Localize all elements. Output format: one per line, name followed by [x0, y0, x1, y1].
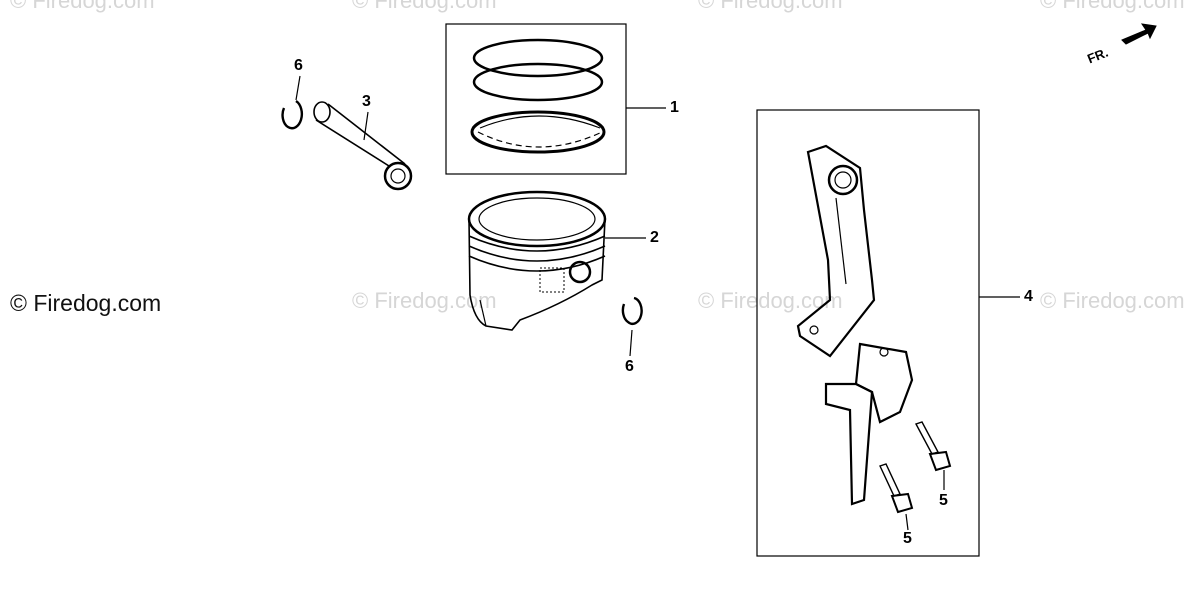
piston-pin[interactable]: [313, 101, 413, 191]
watermark-top-2: © Firedog.com: [352, 0, 497, 13]
arrow-icon: [1121, 23, 1157, 45]
piston[interactable]: [467, 190, 607, 331]
connecting-rod-group[interactable]: [756, 109, 980, 557]
watermark-top-3: © Firedog.com: [698, 0, 843, 13]
piston-rings-group[interactable]: [445, 23, 627, 175]
clip-top[interactable]: [281, 99, 303, 130]
watermark-top-1: © Firedog.com: [10, 0, 155, 13]
callout-clip-right: 6: [625, 358, 634, 375]
watermark-mid-3: © Firedog.com: [1040, 288, 1185, 313]
bolt-a[interactable]: [879, 463, 914, 514]
watermark-top-4: © Firedog.com: [1040, 0, 1185, 13]
callout-piston-pin: 3: [362, 93, 371, 110]
callout-connecting-rod: 4: [1024, 288, 1033, 305]
watermark-primary: © Firedog.com: [10, 290, 162, 316]
callout-piston-rings: 1: [670, 99, 679, 116]
callout-bolt-a: 5: [903, 530, 912, 547]
clip-right[interactable]: [621, 296, 643, 325]
callout-clip-top: 6: [294, 57, 303, 74]
callout-bolt-b: 5: [939, 492, 948, 509]
callout-piston: 2: [650, 229, 659, 246]
bolt-b[interactable]: [914, 421, 952, 472]
